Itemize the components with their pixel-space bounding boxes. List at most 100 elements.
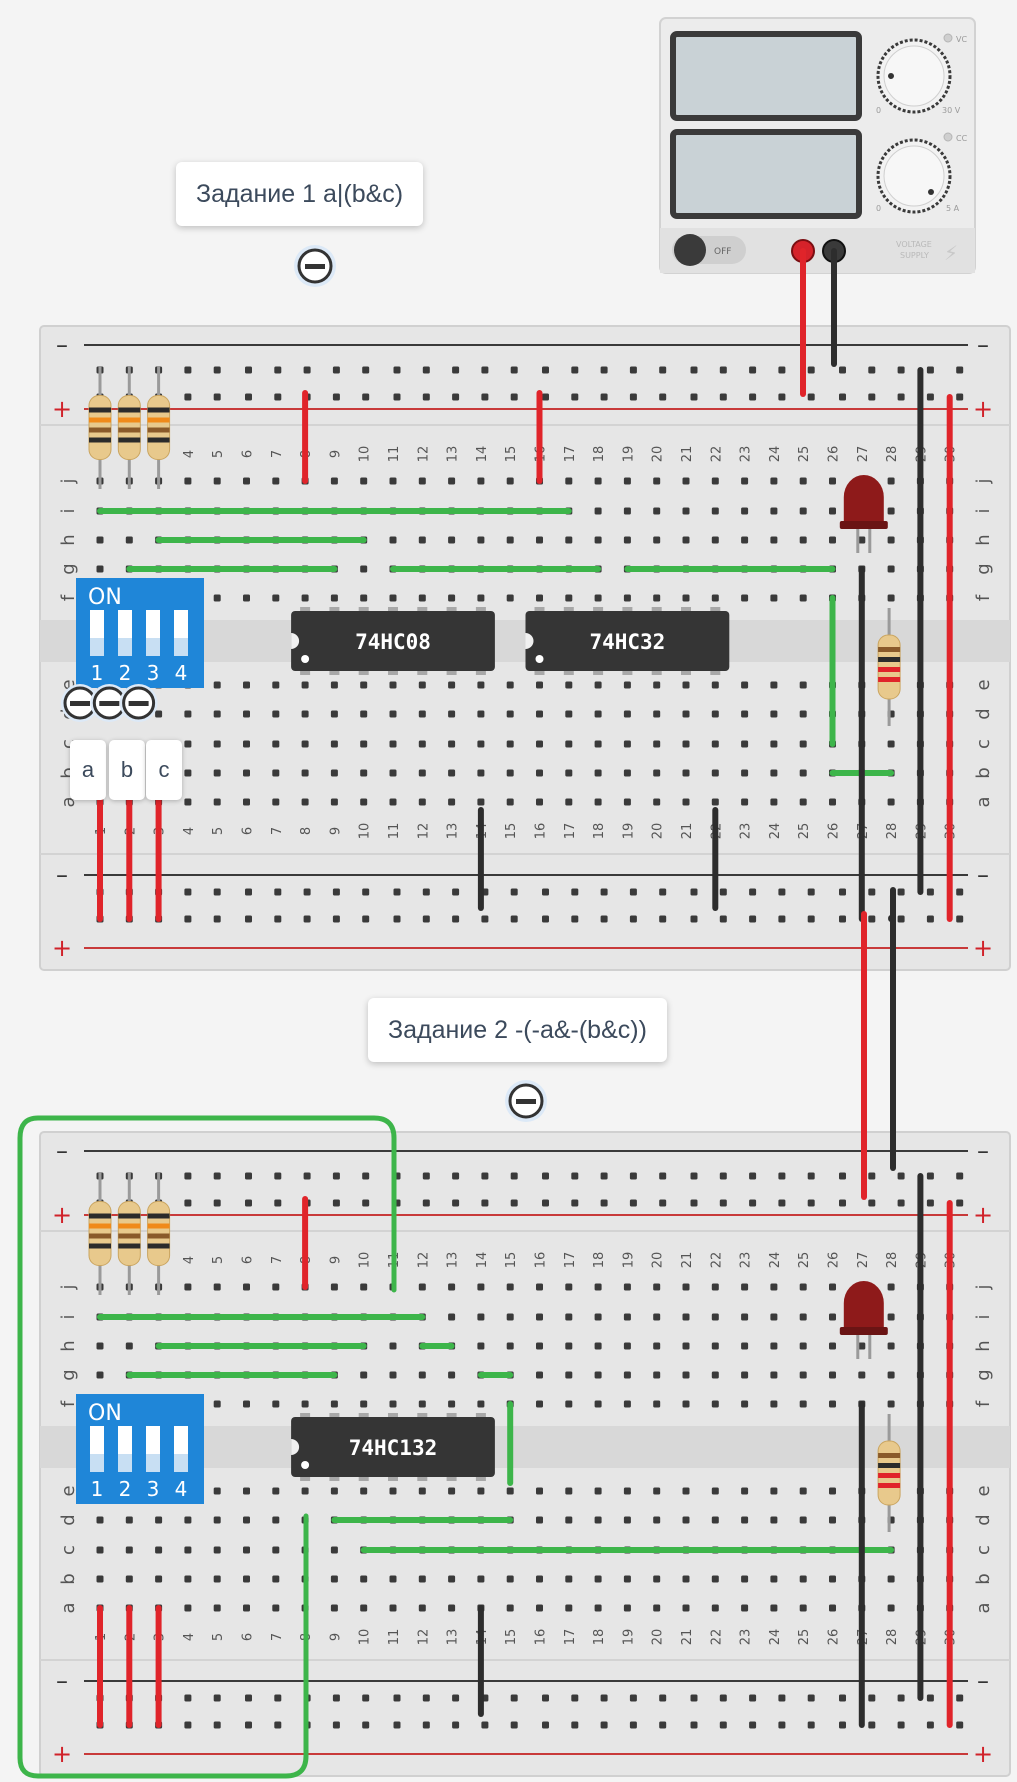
terminal-hole[interactable] — [360, 1487, 368, 1495]
terminal-hole[interactable] — [565, 477, 573, 485]
terminal-hole[interactable] — [682, 536, 690, 544]
rail-hole[interactable] — [481, 366, 489, 374]
rail-hole[interactable] — [571, 915, 579, 923]
terminal-hole[interactable] — [653, 477, 661, 485]
terminal-hole[interactable] — [448, 1400, 456, 1408]
rail-hole[interactable] — [245, 1694, 252, 1702]
terminal-hole[interactable] — [829, 1283, 836, 1291]
terminal-hole[interactable] — [155, 1575, 163, 1583]
rail-hole[interactable] — [629, 888, 637, 896]
rail-hole[interactable] — [926, 1694, 934, 1702]
terminal-hole[interactable] — [272, 740, 280, 748]
rail-hole[interactable] — [629, 366, 637, 374]
chip-74hc32-body[interactable] — [525, 611, 730, 671]
rail-hole[interactable] — [807, 1172, 815, 1180]
terminal-hole[interactable] — [623, 769, 631, 777]
rail-hole[interactable] — [184, 366, 192, 374]
rail-hole[interactable] — [600, 393, 608, 401]
rail-hole[interactable] — [807, 915, 815, 923]
supply-wires[interactable] — [800, 248, 896, 1200]
rail-hole[interactable] — [719, 1172, 727, 1180]
terminal-hole[interactable] — [243, 710, 250, 718]
terminal-hole[interactable] — [360, 1283, 368, 1291]
rail-hole[interactable] — [690, 1199, 698, 1207]
terminal-hole[interactable] — [653, 1487, 661, 1495]
rail-hole[interactable] — [659, 366, 667, 374]
rail-hole[interactable] — [839, 888, 846, 896]
terminal-hole[interactable] — [623, 798, 631, 806]
rail-hole[interactable] — [956, 393, 964, 401]
terminal-hole[interactable] — [243, 477, 250, 485]
terminal-hole[interactable] — [741, 1313, 749, 1321]
rail-hole[interactable] — [600, 366, 608, 374]
rail-hole[interactable] — [749, 1694, 757, 1702]
rail-hole[interactable] — [362, 888, 370, 896]
rail-hole[interactable] — [807, 888, 815, 896]
rail-hole[interactable] — [719, 393, 727, 401]
terminal-hole[interactable] — [770, 536, 778, 544]
terminal-hole[interactable] — [301, 681, 309, 689]
rail-hole[interactable] — [897, 1199, 905, 1207]
terminal-hole[interactable] — [711, 1283, 719, 1291]
terminal-hole[interactable] — [506, 1604, 514, 1612]
terminal-hole[interactable] — [96, 565, 104, 573]
rail-hole[interactable] — [868, 915, 876, 923]
chip-74hc08-body[interactable] — [291, 611, 495, 671]
terminal-hole[interactable] — [213, 769, 221, 777]
rail-hole[interactable] — [839, 1172, 846, 1180]
terminal-hole[interactable] — [711, 740, 719, 748]
rail-hole[interactable] — [926, 1172, 934, 1180]
rail-hole[interactable] — [749, 1199, 757, 1207]
rail-hole[interactable] — [600, 1199, 608, 1207]
rail-hole[interactable] — [749, 393, 757, 401]
rail-hole[interactable] — [807, 1694, 815, 1702]
terminal-hole[interactable] — [623, 681, 631, 689]
terminal-hole[interactable] — [184, 798, 192, 806]
terminal-hole[interactable] — [829, 1313, 836, 1321]
terminal-hole[interactable] — [594, 1283, 602, 1291]
terminal-hole[interactable] — [360, 565, 368, 573]
terminal-hole[interactable] — [536, 798, 543, 806]
terminal-hole[interactable] — [389, 740, 397, 748]
terminal-hole[interactable] — [330, 1546, 338, 1554]
terminal-hole[interactable] — [799, 798, 807, 806]
rail-hole[interactable] — [393, 1721, 401, 1729]
rail-hole[interactable] — [245, 1721, 252, 1729]
terminal-hole[interactable] — [623, 1342, 631, 1350]
terminal-hole[interactable] — [213, 710, 221, 718]
rail-hole[interactable] — [213, 393, 221, 401]
rail-hole[interactable] — [778, 393, 786, 401]
rail-hole[interactable] — [452, 888, 460, 896]
rail-hole[interactable] — [393, 366, 401, 374]
terminal-hole[interactable] — [536, 1487, 543, 1495]
terminal-hole[interactable] — [360, 1575, 368, 1583]
terminal-hole[interactable] — [594, 536, 602, 544]
terminal-hole[interactable] — [418, 740, 426, 748]
terminal-hole[interactable] — [213, 477, 221, 485]
terminal-hole[interactable] — [682, 1283, 690, 1291]
terminal-hole[interactable] — [418, 477, 426, 485]
terminal-hole[interactable] — [829, 798, 836, 806]
terminal-hole[interactable] — [96, 1516, 104, 1524]
terminal-hole[interactable] — [887, 1604, 895, 1612]
terminal-hole[interactable] — [653, 740, 661, 748]
terminal-hole[interactable] — [155, 710, 163, 718]
terminal-hole[interactable] — [389, 1604, 397, 1612]
rail-hole[interactable] — [956, 1721, 964, 1729]
terminal-hole[interactable] — [623, 594, 631, 602]
terminal-hole[interactable] — [448, 1487, 456, 1495]
rail-hole[interactable] — [956, 1694, 964, 1702]
terminal-hole[interactable] — [506, 740, 514, 748]
rail-hole[interactable] — [184, 393, 192, 401]
terminal-hole[interactable] — [418, 710, 426, 718]
terminal-hole[interactable] — [418, 1283, 426, 1291]
terminal-hole[interactable] — [272, 1283, 280, 1291]
terminal-hole[interactable] — [682, 477, 690, 485]
terminal-hole[interactable] — [272, 1546, 280, 1554]
terminal-hole[interactable] — [741, 1371, 749, 1379]
terminal-hole[interactable] — [125, 1342, 133, 1350]
rail-hole[interactable] — [510, 366, 518, 374]
terminal-hole[interactable] — [799, 536, 807, 544]
rail-hole[interactable] — [749, 888, 757, 896]
rail-hole[interactable] — [719, 1694, 727, 1702]
